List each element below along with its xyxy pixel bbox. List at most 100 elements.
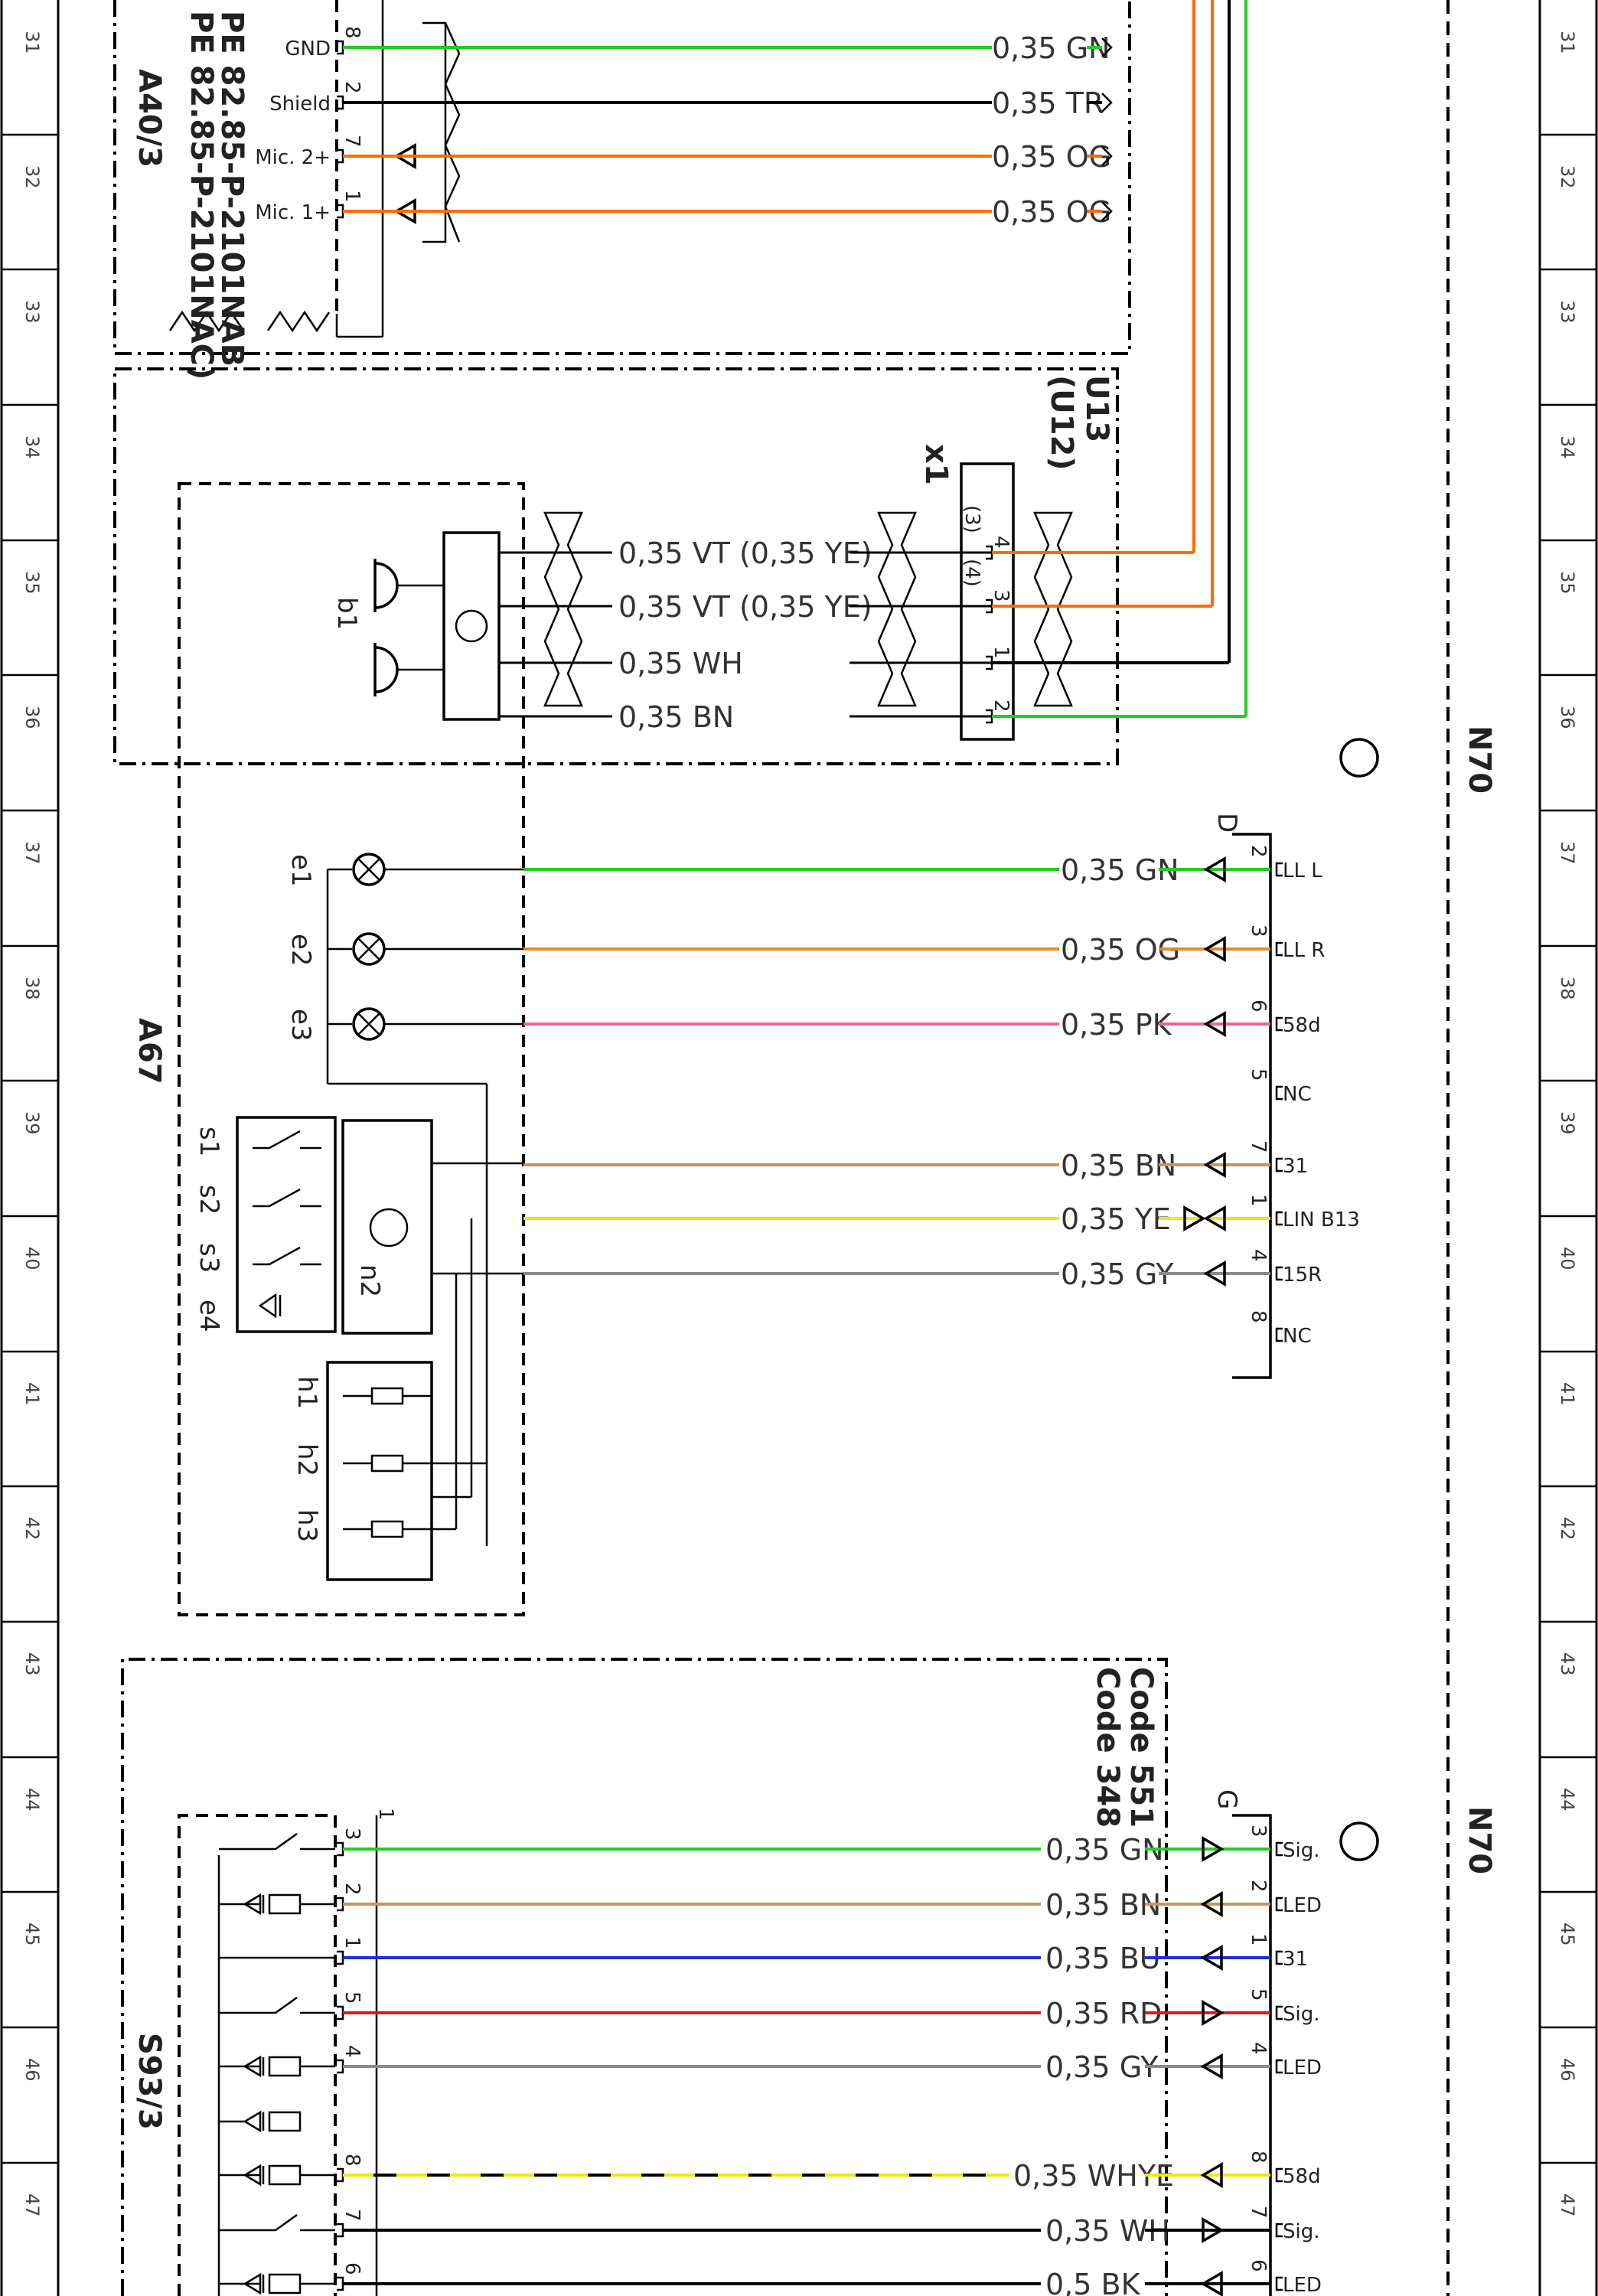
connector-g-pin-number: 8: [1247, 2151, 1270, 2164]
row-number-left: 43: [21, 1652, 43, 1676]
row-number-right: 40: [1557, 1247, 1578, 1270]
b1-amp-box: [442, 531, 501, 721]
a67-ecu-name: n2: [354, 1264, 385, 1297]
connector-g-direction-arrow: [1200, 2270, 1223, 2296]
a67-heater-label: h3: [292, 1509, 322, 1542]
connector-d-direction-arrow: [1203, 856, 1226, 883]
a40-pin-label: GND: [285, 38, 331, 60]
s93-pin-number: 7: [341, 2209, 364, 2222]
connector-g-pin-label: LED: [1283, 1894, 1322, 1917]
connector-d-pin-bracket: [1275, 1211, 1283, 1226]
s93-pin-bracket: [337, 2223, 344, 2238]
connector-d-pin-label: 15R: [1283, 1264, 1322, 1287]
a40-pin-number: 1: [341, 190, 364, 203]
a40-wire-break: [1101, 38, 1113, 57]
b1-wire-label: 0,35 VT (0,35 YE): [618, 590, 872, 624]
connector-d-pin-bracket: [1275, 862, 1283, 877]
a40-pin-number: 2: [341, 81, 364, 94]
connector-g-pin-bracket: [1275, 2223, 1283, 2238]
connector-g-pin-bracket: [1275, 1896, 1283, 1912]
connector-g-pin-bracket: [1275, 2005, 1283, 2020]
row-number-right: 39: [1557, 1111, 1578, 1135]
s93-pin-number: 1: [341, 1936, 364, 1949]
connector-d-pin-number: 1: [1247, 1194, 1270, 1207]
a40-component: A40/3 PE 82.85-P-2101NAB PE 82.85-P-2101…: [113, 0, 1131, 380]
connector-g-pin-bracket: [1275, 1841, 1283, 1857]
a67-lamp-label: e2: [285, 934, 316, 967]
b1-microphone-2: [373, 643, 399, 696]
s93-pin-bracket: [337, 2167, 344, 2183]
connector-d-pin-label: LL R: [1283, 939, 1325, 962]
connector-g-pin-number: 6: [1247, 2259, 1270, 2272]
row-number-right: 32: [1557, 165, 1578, 189]
row-number-left: 44: [21, 1788, 43, 1812]
s93-pin-bracket: [337, 2276, 344, 2291]
x1-pin-number: 4: [990, 536, 1013, 549]
connector-g-direction-arrow: [1200, 2053, 1223, 2080]
a67-switch-label: e4: [194, 1300, 224, 1332]
connector-g-pin-label: LED: [1283, 2056, 1322, 2079]
s93-pin-number: 3: [341, 1828, 364, 1841]
switch-icon: [260, 1832, 335, 1851]
n70-name-bottom: N70: [1462, 1806, 1497, 1874]
connector-d-pin-bracket: [1275, 941, 1283, 957]
row-number-right: 31: [1557, 31, 1578, 54]
a40-wire-break: [1101, 201, 1113, 221]
a67-switch-label: s3: [194, 1243, 224, 1273]
s93-pin-bracket: [337, 2059, 344, 2074]
row-number-right: 38: [1557, 977, 1578, 1000]
a40-wires: 0,35 GN0,35 TR0,35 OG0,35 OG: [343, 0, 1247, 716]
switch-icon: [253, 1188, 321, 1208]
code-551-box: Code 551 Code 348: [121, 1658, 1168, 2296]
row-number-right: 41: [1557, 1382, 1578, 1406]
x1-name: x1: [918, 444, 954, 485]
connector-d-pin-bracket: [1275, 1157, 1283, 1172]
row-number-left: 35: [21, 571, 43, 595]
connector-d-pin-number: 3: [1247, 925, 1270, 938]
n70-ecu-icon-bottom: [1339, 1821, 1379, 1861]
connector-g-wire-label: 0,35 BN: [1045, 1888, 1161, 1922]
a40-pin-label: Mic. 2+: [255, 146, 331, 169]
s93-pin-bracket: [337, 1841, 344, 1857]
s93-pin-number: 5: [341, 1991, 364, 2004]
resistor-icon: [268, 2164, 302, 2186]
connector-d-wire-label: 0,35 PK: [1061, 1008, 1172, 1042]
s93-pin-number: 2: [341, 1883, 364, 1896]
a40-part2: PE 82.85-P-2101NAC): [184, 11, 219, 380]
connector-g-pin-bracket: [1275, 1950, 1283, 1965]
row-number-left: 40: [21, 1247, 43, 1270]
x1-connector-body: [960, 462, 1015, 741]
connector-d-pin-number: 8: [1247, 1310, 1270, 1323]
a40-pin-number: 7: [341, 135, 364, 148]
led-icon: [243, 2164, 265, 2187]
a67-switch-panel: [236, 1116, 337, 1333]
connector-g-pin-number: 5: [1247, 1988, 1270, 2001]
n70-labels: N70 N70: [1339, 726, 1497, 1874]
led-icon: [243, 2272, 265, 2295]
row-number-right: 37: [1557, 841, 1578, 865]
connector-d-pin-label: NC: [1283, 1083, 1312, 1106]
a40-pin-label: Mic. 1+: [255, 201, 331, 224]
x1-pin-number: 1: [990, 646, 1013, 659]
row-number-left: 45: [21, 1923, 43, 1946]
connector-d-pin-number: 6: [1247, 1000, 1270, 1013]
connector-d-pin-label: LL L: [1283, 859, 1322, 882]
lamp-cross: [357, 938, 380, 960]
connector-d-direction-arrow: [1203, 1205, 1226, 1232]
u13-name: U13: [1079, 375, 1114, 442]
n70-ecu-icon-top: [1339, 738, 1379, 778]
connector-g-pin-number: 1: [1247, 1933, 1270, 1946]
connector-d-pin-bracket: [1275, 1085, 1283, 1101]
connector-g-pin-label: 31: [1283, 1948, 1308, 1971]
a40-pin-number: 8: [341, 26, 364, 39]
row-number-left: 41: [21, 1382, 43, 1406]
b1-wires: 0,35 VT (0,35 YE)0,35 VT (0,35 YE)0,35 W…: [499, 536, 1246, 734]
connector-d-pin-number: 4: [1247, 1249, 1270, 1262]
b1-microphone-1: [373, 559, 399, 612]
switch-icon: [253, 1130, 321, 1150]
connector-g-pin-label: Sig.: [1283, 2003, 1320, 2026]
